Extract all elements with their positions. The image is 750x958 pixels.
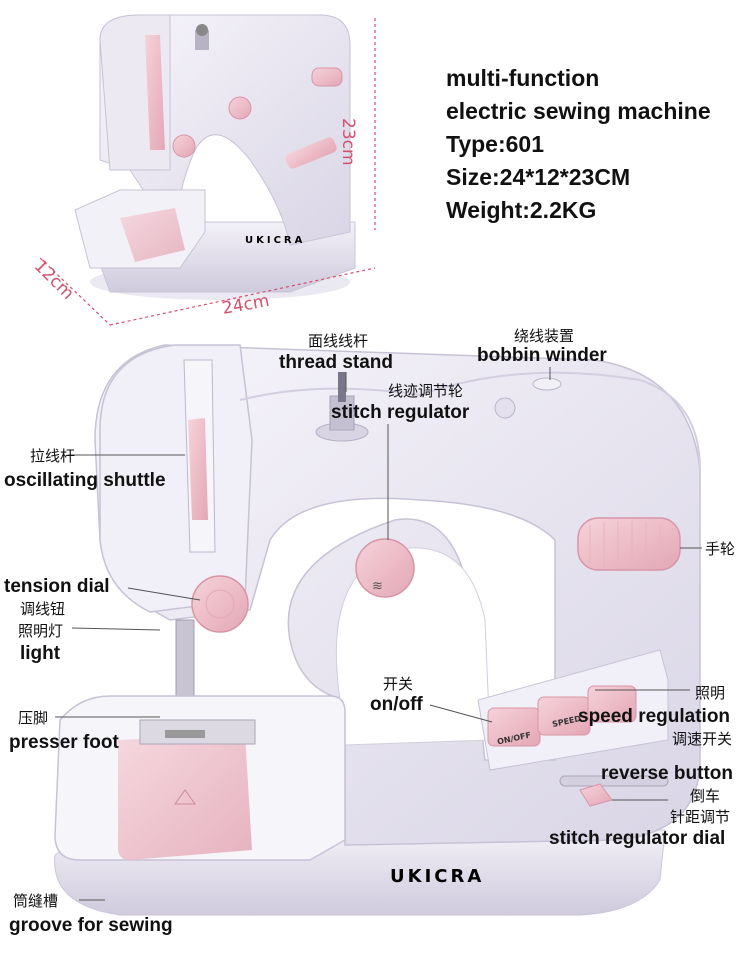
speed-regulation-cn: 调速开关 bbox=[672, 730, 733, 748]
thread-stand-en: thread stand bbox=[279, 352, 394, 373]
spec-title: multi-function bbox=[446, 65, 600, 91]
tension-dial-cn: 调线钮 bbox=[20, 600, 66, 618]
spec-weight: Weight:2.2KG bbox=[446, 197, 597, 223]
oscillating-shuttle-en: oscillating shuttle bbox=[4, 470, 166, 491]
stitch-regulator-dial-cn: 针距调节 bbox=[670, 808, 731, 826]
groove-cn: 筒缝槽 bbox=[13, 892, 59, 910]
stitch-regulator-dial-en: stitch regulator dial bbox=[549, 828, 726, 849]
handwheel-cn: 手轮 bbox=[705, 540, 736, 558]
on-off-en: on/off bbox=[370, 694, 423, 715]
thumbnail-machine: UKICRA bbox=[74, 14, 356, 300]
bobbin-winder-en: bobbin winder bbox=[477, 345, 607, 366]
reverse-button-en: reverse button bbox=[601, 763, 733, 784]
reverse-button-cn: 倒车 bbox=[690, 787, 721, 805]
oscillating-shuttle-cn: 拉线杆 bbox=[30, 447, 76, 465]
speed-regulation-en: speed regulation bbox=[578, 706, 731, 727]
main-machine: ≋ UKICRA bbox=[54, 344, 701, 916]
on-off-cn: 开关 bbox=[383, 675, 414, 693]
spec-block: multi-function electric sewing machine T… bbox=[446, 62, 711, 227]
light-en: light bbox=[20, 643, 61, 664]
thread-stand-cn: 面线线杆 bbox=[308, 332, 369, 350]
thumbnail-logo: UKICRA bbox=[245, 235, 305, 246]
stitch-regulator-cn: 线迹调节轮 bbox=[388, 382, 464, 400]
main-logo: UKICRA bbox=[390, 866, 484, 887]
dimension-lines bbox=[39, 18, 376, 326]
spec-subtitle: electric sewing machine bbox=[446, 98, 711, 124]
illumination-cn: 照明 bbox=[695, 684, 726, 702]
leader-lines bbox=[55, 367, 702, 901]
presser-foot-cn: 压脚 bbox=[18, 709, 49, 727]
dimension-height: 23cm bbox=[338, 118, 358, 166]
svg-text:≋: ≋ bbox=[372, 579, 383, 594]
presser-foot-en: presser foot bbox=[9, 732, 119, 753]
light-cn: 照明灯 bbox=[18, 622, 64, 640]
stitch-regulator-en: stitch regulator bbox=[331, 402, 470, 423]
tension-dial-en: tension dial bbox=[4, 576, 110, 597]
spec-type: Type:601 bbox=[446, 131, 545, 157]
groove-en: groove for sewing bbox=[9, 915, 173, 936]
bobbin-winder-cn: 绕线装置 bbox=[514, 327, 575, 345]
spec-size: Size:24*12*23CM bbox=[446, 164, 631, 190]
